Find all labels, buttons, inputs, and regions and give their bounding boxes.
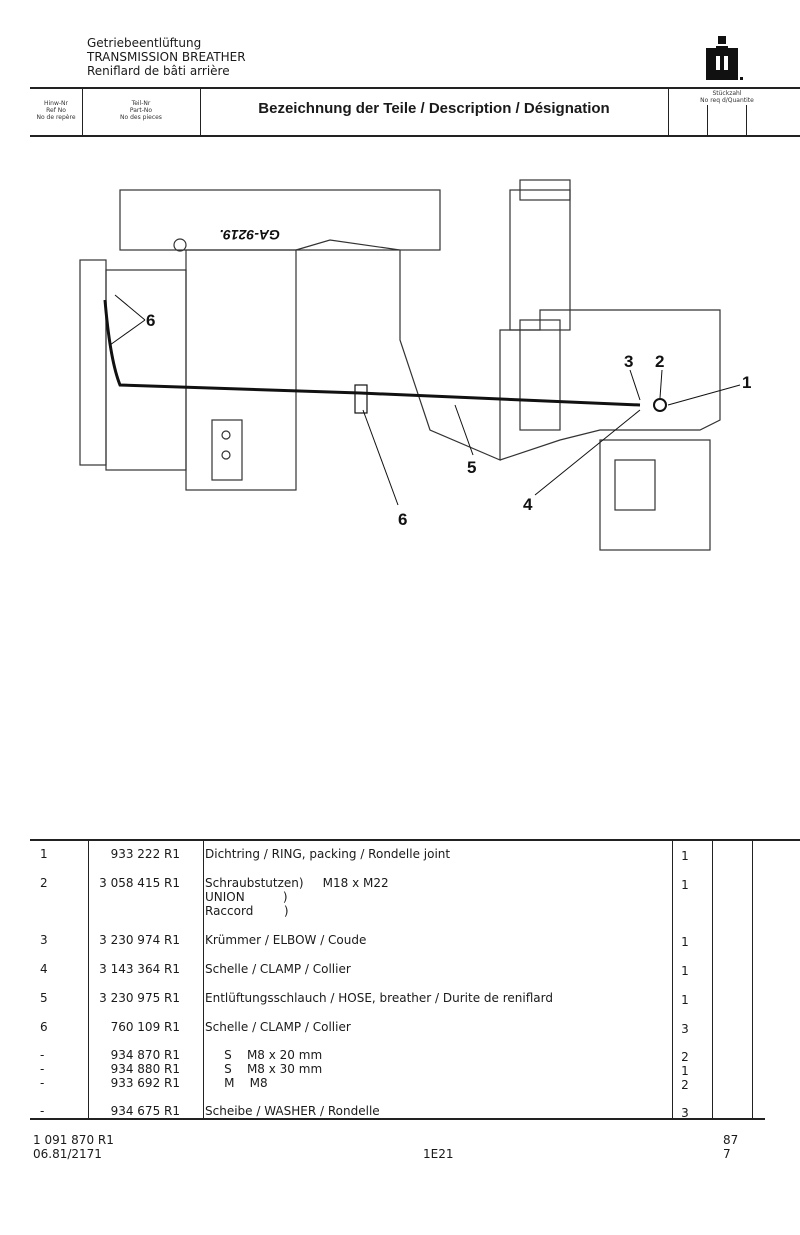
date-code: 06.81/2171	[33, 1147, 102, 1161]
header-divider	[746, 105, 747, 135]
col-part-header: Teil-Nr Part-No No des pieces	[82, 100, 200, 121]
transmission-diagram: 6 6 5 4 3 2 1 GA-9219.	[79, 179, 751, 551]
part-description: Schelle / CLAMP / Collier	[205, 1020, 351, 1034]
part-ref: 4	[40, 962, 48, 976]
header-divider	[82, 88, 83, 135]
title-english: TRANSMISSION BREATHER	[87, 50, 246, 64]
col-qty-en: No req d/Quantite	[700, 97, 754, 104]
page-number-a: 87	[723, 1133, 739, 1147]
catalog-number: 1 091 870 R1	[33, 1133, 114, 1147]
page-number-b: 7	[723, 1147, 731, 1161]
callout-2: 2	[655, 352, 664, 371]
part-description: Schraubstutzen) M18 x M22	[205, 876, 389, 890]
header-divider	[200, 88, 201, 135]
part-ref: 5	[40, 991, 48, 1005]
part-number: 933 692 R1	[110, 1076, 180, 1090]
part-quantity: 1	[681, 849, 689, 863]
part-description: Dichtring / RING, packing / Rondelle joi…	[205, 847, 451, 861]
part-number: 760 109 R1	[110, 1020, 180, 1034]
col-ref-header: Hinw-Nr Ref No No de repère	[30, 100, 82, 121]
part-quantity: 1	[681, 964, 689, 978]
drawing-number: GA-9219.	[219, 227, 280, 243]
part-number: 3 230 974 R1	[99, 933, 180, 947]
part-quantity: 1	[681, 935, 689, 949]
part-number: 934 880 R1	[110, 1062, 180, 1076]
table-divider	[672, 840, 673, 1118]
callout-6-upper: 6	[146, 311, 155, 330]
part-quantity: 1	[681, 993, 689, 1007]
callout-1: 1	[742, 373, 751, 392]
part-quantity: 1	[681, 878, 689, 892]
col-qty-header: Stückzahl No req d/Quantite	[668, 90, 786, 104]
part-quantity: 1	[681, 1064, 689, 1078]
header-rule-bottom	[30, 135, 800, 137]
part-number: 933 222 R1	[110, 847, 180, 861]
part-description: Schelle / CLAMP / Collier	[205, 962, 351, 976]
part-ref: -	[40, 1104, 45, 1118]
header-rule-top	[30, 87, 800, 89]
col-desc-header: Bezeichnung der Teile / Description / Dé…	[258, 100, 610, 117]
col-ref-fr: No de repère	[36, 114, 76, 121]
part-description: Krümmer / ELBOW / Coude	[205, 933, 367, 947]
part-ref: -	[40, 1062, 45, 1076]
callout-6-lower: 6	[398, 510, 407, 529]
part-ref: 1	[40, 847, 48, 861]
table-rule-bottom	[30, 1118, 765, 1120]
part-ref: -	[40, 1076, 45, 1090]
part-ref: -	[40, 1048, 45, 1062]
part-number: 3 058 415 R1	[99, 876, 180, 890]
table-divider	[712, 840, 713, 1118]
callout-4: 4	[523, 495, 533, 514]
header-divider	[668, 88, 669, 135]
table-rule-top	[30, 839, 800, 841]
table-divider	[203, 840, 204, 1118]
col-qty-de: Stückzahl	[712, 90, 742, 97]
part-quantity: 2	[681, 1050, 689, 1064]
title-german: Getriebeentlüftung	[87, 36, 202, 50]
col-part-de: Teil-Nr	[131, 100, 151, 107]
part-number: 3 143 364 R1	[99, 962, 180, 976]
table-divider	[88, 840, 89, 1118]
col-ref-de: Hinw-Nr	[43, 100, 68, 107]
col-ref-en: Ref No	[46, 107, 66, 114]
title-french: Reniflard de bâti arrière	[87, 64, 230, 78]
part-description: UNION )	[205, 890, 288, 904]
part-number: 934 675 R1	[110, 1104, 180, 1118]
header-divider	[707, 105, 708, 135]
part-description: Raccord )	[205, 904, 289, 918]
part-description: S M8 x 20 mm	[205, 1048, 323, 1062]
part-description: Entlüftungsschlauch / HOSE, breather / D…	[205, 991, 553, 1005]
part-quantity: 3	[681, 1106, 689, 1120]
part-description: M M8	[205, 1076, 268, 1090]
part-ref: 6	[40, 1020, 48, 1034]
callout-3: 3	[624, 352, 633, 371]
transmission-housing	[79, 179, 721, 551]
section-code: 1E21	[423, 1147, 454, 1161]
clamp	[354, 384, 368, 414]
callout-5: 5	[467, 458, 476, 477]
part-ref: 2	[40, 876, 48, 890]
part-description: S M8 x 30 mm	[205, 1062, 323, 1076]
part-number: 934 870 R1	[110, 1048, 180, 1062]
ih-logo	[706, 36, 743, 80]
part-description: Scheibe / WASHER / Rondelle	[205, 1104, 380, 1118]
col-part-fr: No des pieces	[120, 114, 162, 121]
table-divider	[752, 840, 753, 1118]
part-ref: 3	[40, 933, 48, 947]
part-quantity: 2	[681, 1078, 689, 1092]
part-number: 3 230 975 R1	[99, 991, 180, 1005]
breather-hose	[103, 299, 641, 407]
part-quantity: 3	[681, 1022, 689, 1036]
col-part-en: Part-No	[129, 107, 153, 114]
union-fitting	[653, 398, 667, 412]
